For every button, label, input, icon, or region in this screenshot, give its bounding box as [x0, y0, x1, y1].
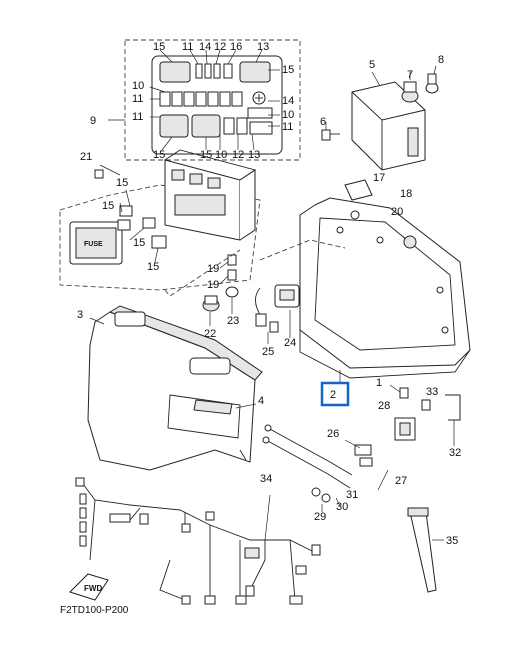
wire-harness: [75, 477, 321, 605]
callout-15: 15: [133, 237, 145, 249]
callout-15: 15: [153, 41, 165, 53]
callout-11: 11: [132, 111, 143, 123]
highlighted-part-box: [320, 381, 350, 407]
callout-13: 13: [257, 41, 269, 53]
callout-30: 30: [336, 501, 348, 513]
forward-direction-arrow: FWD: [69, 573, 109, 601]
callout-35: 35: [446, 535, 458, 547]
callout-26: 26: [327, 428, 339, 440]
callout-10: 10: [215, 149, 227, 161]
callout-18: 18: [400, 188, 412, 200]
callout-11: 11: [282, 121, 293, 133]
callout-2[interactable]: 2: [330, 389, 336, 401]
callout-14: 14: [199, 41, 211, 53]
callout-33: 33: [426, 386, 438, 398]
callout-15: 15: [200, 149, 212, 161]
electrical-box-cover: [87, 305, 263, 471]
cable-assembly: [262, 384, 461, 512]
callout-1: 1: [376, 377, 382, 389]
fuse-box-detail-inset: [108, 39, 301, 161]
callout-15: 15: [147, 261, 159, 273]
callout-31: 31: [346, 489, 358, 501]
callout-4: 4: [258, 395, 264, 407]
control-unit-assembly: [321, 65, 439, 171]
callout-16: 16: [230, 41, 242, 53]
callout-22: 22: [204, 328, 216, 340]
callout-20: 20: [391, 206, 403, 218]
callout-28: 28: [378, 400, 390, 412]
callouts: 15 11 14 12 16 13 15 10 11 11 14 10 11 1…: [77, 41, 461, 547]
callout-15: 15: [102, 200, 114, 212]
callout-14: 14: [282, 95, 294, 107]
relay-assembly: [255, 239, 346, 344]
callout-15: 15: [116, 177, 128, 189]
callout-19: 19: [207, 263, 219, 275]
callout-24: 24: [284, 337, 296, 349]
cable-tie: [407, 507, 444, 593]
callout-32: 32: [449, 447, 461, 459]
callout-12: 12: [214, 41, 226, 53]
callout-11: 11: [132, 93, 143, 105]
callout-5: 5: [369, 59, 375, 71]
callout-7: 7: [407, 69, 413, 81]
callout-21: 21: [80, 151, 92, 163]
fuse-block-assembly: [59, 149, 261, 291]
callout-13: 13: [248, 149, 260, 161]
fuse-cover-label: FUSE: [84, 241, 103, 248]
callout-3: 3: [77, 309, 83, 321]
callout-11: 11: [182, 41, 193, 53]
callout-10: 10: [282, 109, 294, 121]
callout-25: 25: [262, 346, 274, 358]
electrical-box-main: [299, 179, 471, 382]
callout-27: 27: [395, 475, 407, 487]
callout-29: 29: [314, 511, 326, 523]
callout-6: 6: [320, 116, 326, 128]
callout-23: 23: [227, 315, 239, 327]
fwd-label: FWD: [84, 584, 102, 593]
callout-9: 9: [90, 115, 96, 127]
diagram-code: F2TD100-P200: [60, 605, 129, 616]
callout-15: 15: [153, 149, 165, 161]
callout-17: 17: [373, 172, 385, 184]
callout-15: 15: [282, 64, 294, 76]
callout-10: 10: [132, 80, 144, 92]
small-fasteners: [164, 249, 241, 326]
callout-34: 34: [260, 473, 272, 485]
callout-8: 8: [438, 54, 444, 66]
callout-19: 19: [207, 279, 219, 291]
callout-12: 12: [232, 149, 244, 161]
